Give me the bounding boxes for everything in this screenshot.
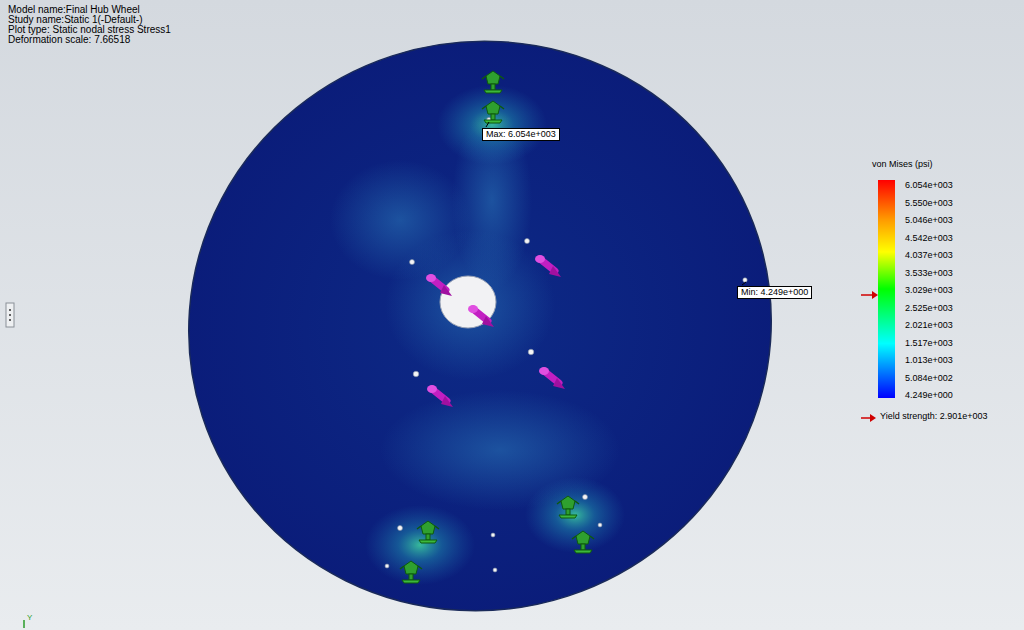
- scale-value: 5.084e+002: [905, 374, 953, 384]
- scale-value: 5.046e+003: [905, 216, 953, 226]
- legend-title: von Mises (psi): [872, 160, 933, 170]
- max-callout: Max: 6.054e+003: [482, 128, 560, 141]
- model-name: Model name:Final Hub Wheel: [8, 4, 140, 15]
- min-callout: Min: 4.249e+000: [737, 286, 812, 299]
- study-name: Study name:Static 1(-Default-): [8, 14, 143, 25]
- scale-value: 6.054e+003: [905, 181, 953, 191]
- scale-value: 3.533e+003: [905, 269, 953, 279]
- deformation-scale: Deformation scale: 7.66518: [8, 34, 130, 45]
- plot-type: Plot type: Static nodal stress Stress1: [8, 24, 171, 35]
- yield-strength: Yield strength: 2.901e+003: [880, 412, 988, 422]
- axis-label: Y: [27, 614, 32, 623]
- callout-text: Max: 6.054e+003: [486, 129, 556, 139]
- scale-value: 4.037e+003: [905, 251, 953, 261]
- scale-value: 2.525e+003: [905, 304, 953, 314]
- scale-value: 4.542e+003: [905, 234, 953, 244]
- scale-value: 2.021e+003: [905, 321, 953, 331]
- scale-value: 1.013e+003: [905, 356, 953, 366]
- scale-value: 4.249e+000: [905, 391, 953, 401]
- scale-value: 5.550e+003: [905, 199, 953, 209]
- scale-value: 1.517e+003: [905, 339, 953, 349]
- scale-value: 3.029e+003: [905, 286, 953, 296]
- callout-text: Min: 4.249e+000: [741, 287, 808, 297]
